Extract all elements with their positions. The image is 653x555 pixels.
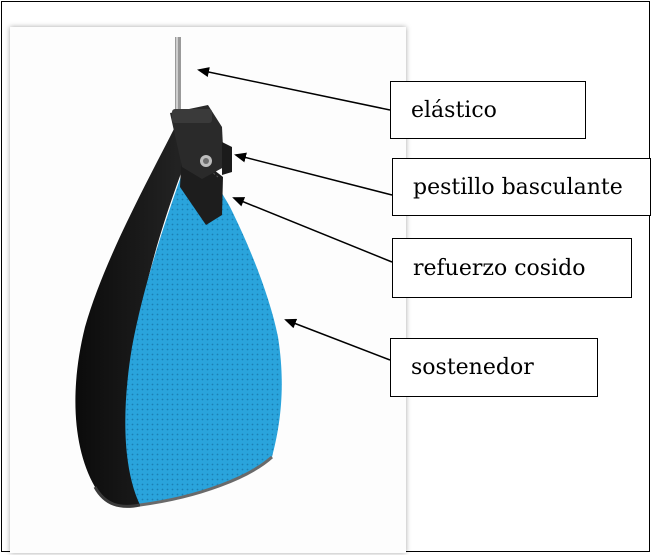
label-elastico: elástico bbox=[390, 81, 586, 139]
label-refuerzo: refuerzo cosido bbox=[392, 238, 632, 298]
product-photo bbox=[10, 27, 406, 553]
label-sostenedor-text: sostenedor bbox=[411, 355, 534, 380]
label-elastico-text: elástico bbox=[411, 97, 497, 123]
sling-illustration bbox=[75, 37, 282, 508]
label-pestillo: pestillo basculante bbox=[392, 158, 651, 216]
label-refuerzo-text: refuerzo cosido bbox=[413, 255, 586, 281]
label-pestillo-text: pestillo basculante bbox=[413, 174, 623, 200]
sling-lining bbox=[75, 117, 195, 507]
sling-mesh-holder bbox=[125, 137, 282, 505]
label-sostenedor: sostenedor bbox=[390, 338, 598, 397]
